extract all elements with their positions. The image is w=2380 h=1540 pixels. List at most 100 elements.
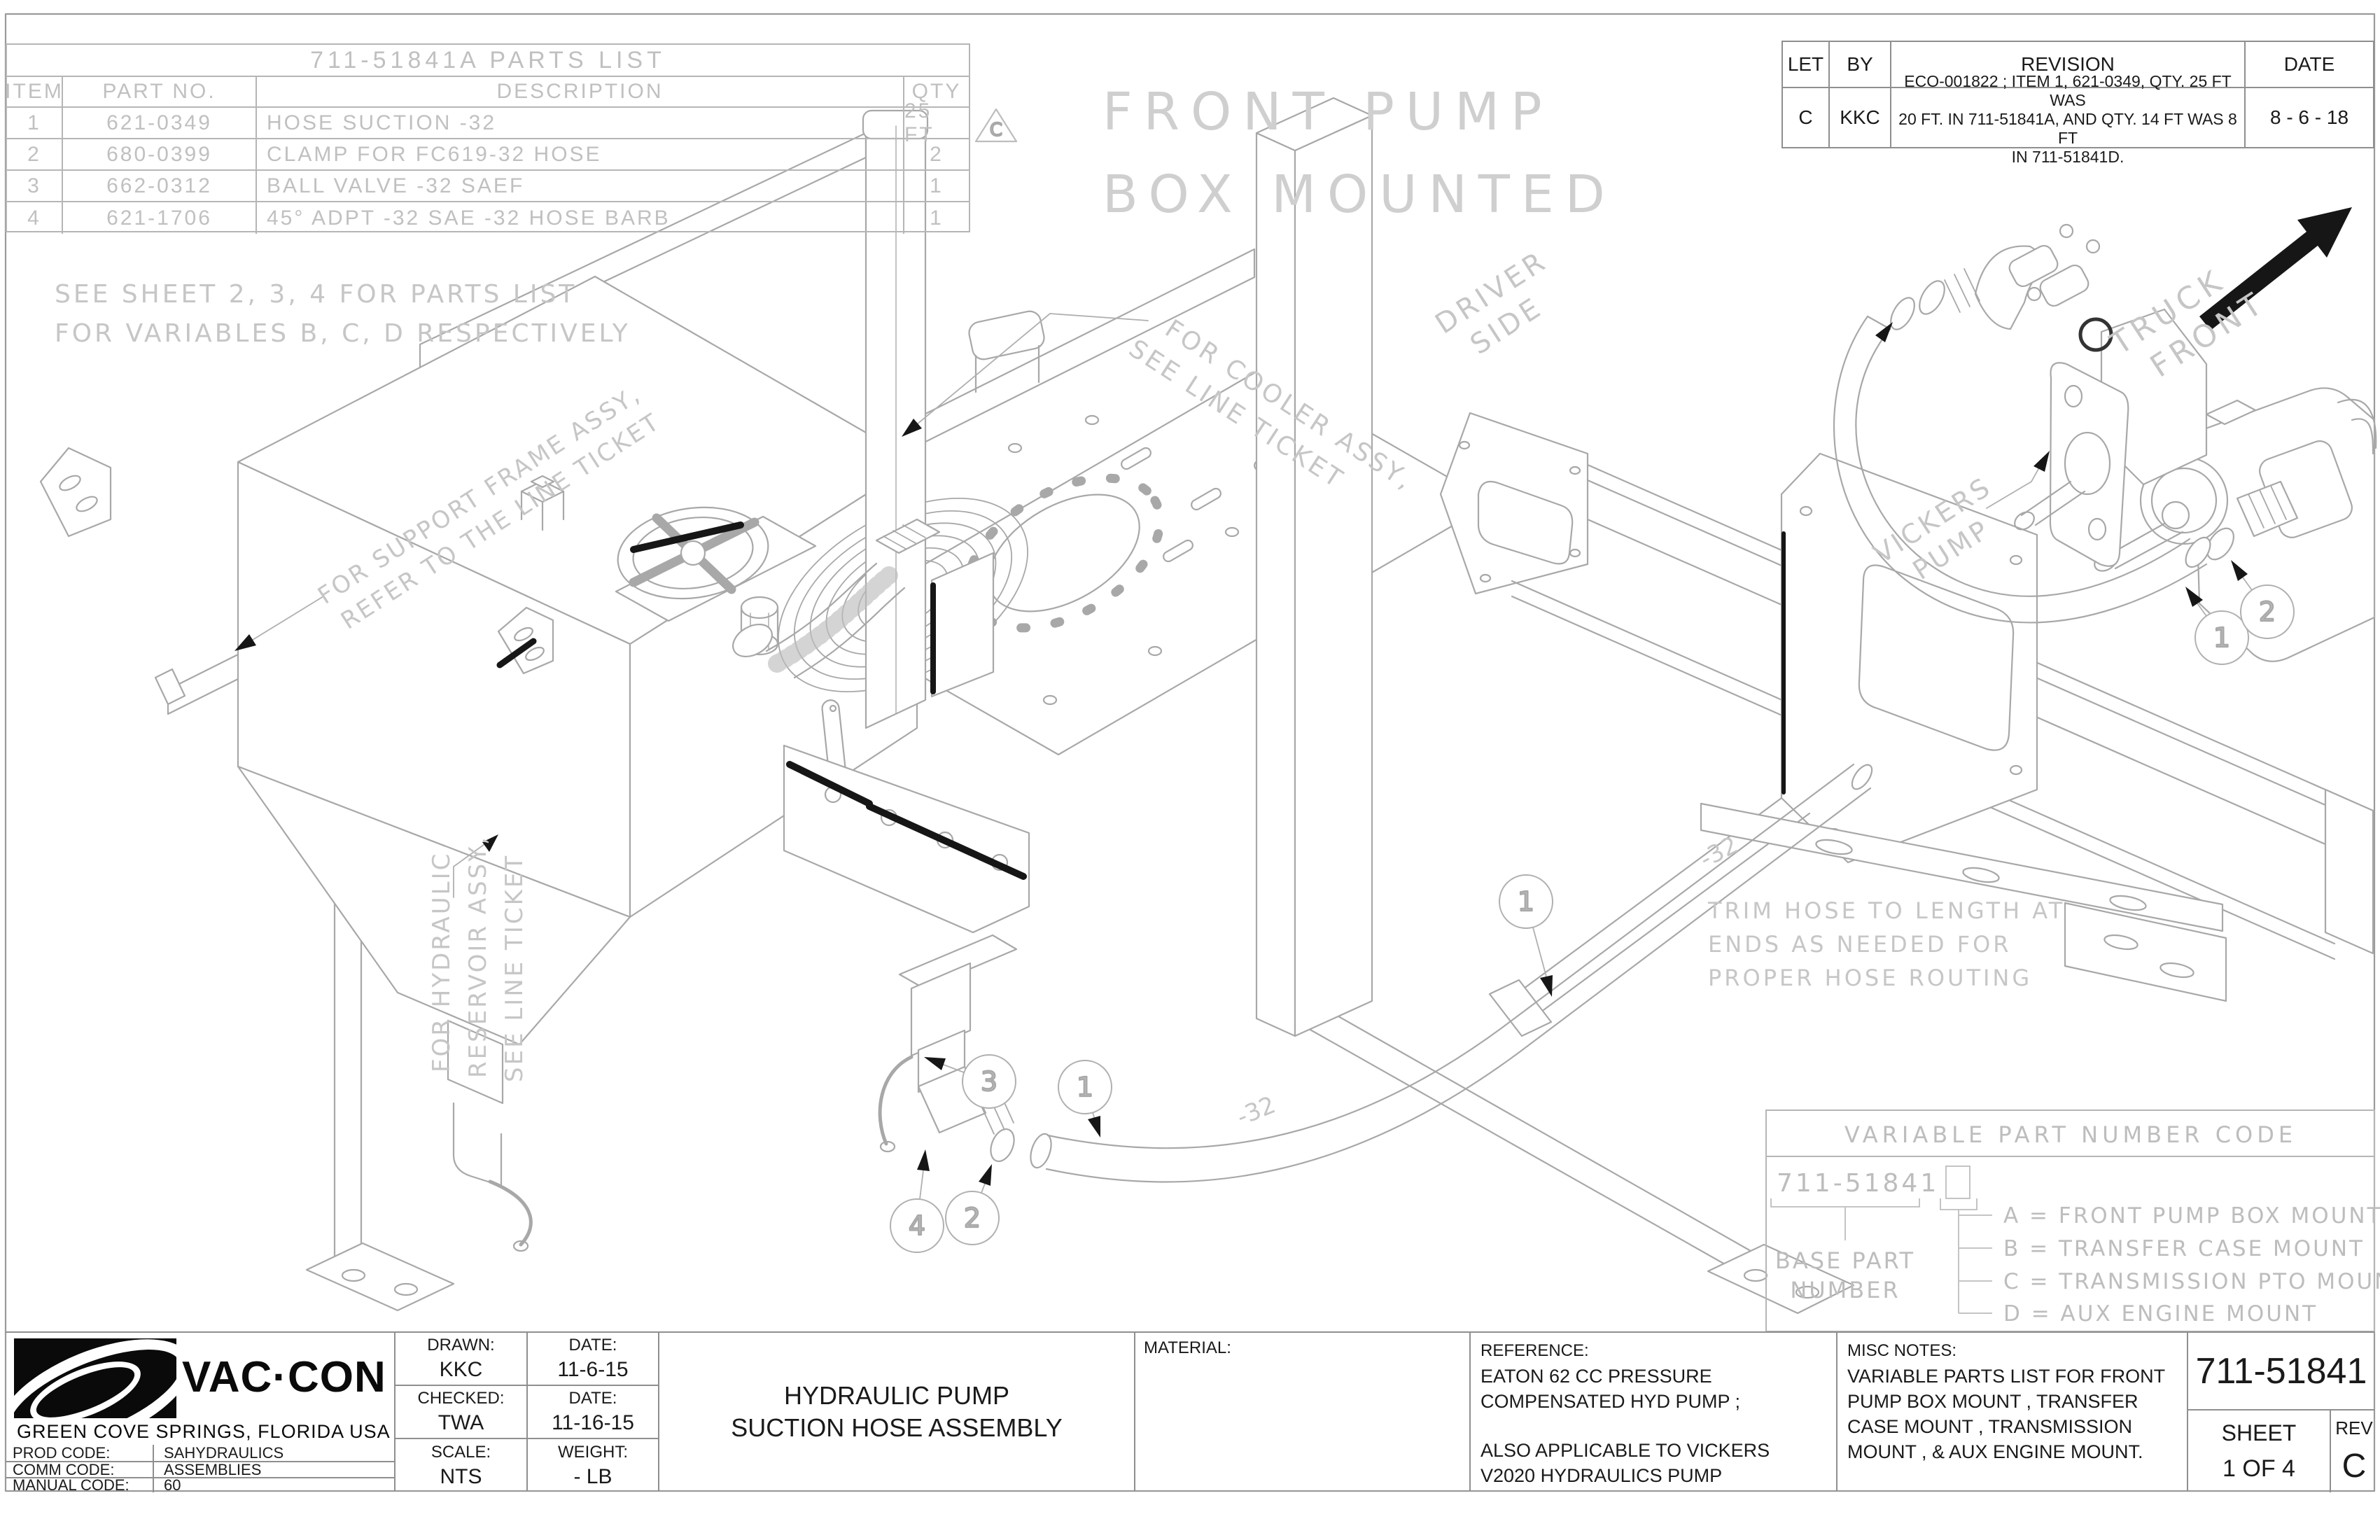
- rev-text-1: ECO-001822 ; ITEM 1, 621-0349, QTY. 25 F…: [1904, 71, 2232, 109]
- checked-label: CHECKED:: [417, 1389, 505, 1408]
- checked-date-label: DATE:: [568, 1389, 617, 1408]
- watermark-line2: BOX MOUNTED: [1102, 164, 1616, 225]
- mount-bracket: [783, 744, 1030, 934]
- reference-line3: ALSO APPLICABLE TO VICKERS: [1480, 1440, 1770, 1461]
- misc-line3: CASE MOUNT , TRANSMISSION: [1847, 1416, 2133, 1437]
- base-label-1: BASE PART: [1775, 1247, 1915, 1274]
- watermark-line1: FRONT PUMP: [1102, 82, 1553, 142]
- reference-section: REFERENCE: EATON 62 CC PRESSURE COMPENSA…: [1469, 1333, 1836, 1491]
- trim-note: TRIM HOSE TO LENGTH AT ENDS AS NEEDED FO…: [1707, 897, 2065, 991]
- sheet-cell: SHEET 1 OF 4: [2188, 1410, 2331, 1492]
- date-section: DATE: 11-6-15 DATE: 11-16-15 WEIGHT: - L…: [526, 1333, 658, 1491]
- truck-front-arrow: [2199, 207, 2352, 330]
- row2-desc: CLAMP FOR FC619-32 HOSE: [257, 139, 904, 171]
- rev-text-3: IN 711-51841D.: [2011, 147, 2124, 166]
- vickers-pump-exploded: [1890, 223, 2208, 567]
- company-location: GREEN COVE SPRINGS, FLORIDA USA: [17, 1421, 391, 1442]
- balloon-callouts: [890, 584, 2295, 1253]
- drawn-date: 11-6-15: [557, 1358, 629, 1381]
- prod-code: SAHYDRAULICS: [164, 1443, 284, 1462]
- truck-frame: [1308, 412, 2374, 1315]
- company-section: VAC·CON GREEN COVE SPRINGS, FLORIDA USA …: [6, 1333, 394, 1494]
- row1-partno: 621-0349: [63, 108, 257, 139]
- svg-text:TRIM HOSE TO LENGTH AT: TRIM HOSE TO LENGTH AT: [1707, 897, 2065, 924]
- vaccon-logo-text: VAC·CON: [182, 1353, 386, 1401]
- drawn-section: DRAWN: KKC CHECKED: TWA SCALE: NTS: [394, 1333, 526, 1491]
- reference-line2: COMPENSATED HYD PUMP ;: [1480, 1391, 1741, 1412]
- driver-side-label: DRIVER SIDE: [1429, 244, 1553, 361]
- row3-desc: BALL VALVE -32 SAEF: [257, 171, 904, 202]
- revision-triangle: [974, 108, 1018, 143]
- row3-qty: 1: [904, 171, 969, 202]
- eaton-pump: [1833, 315, 2377, 662]
- row1-qty: 25 FT: [904, 99, 969, 146]
- parts-list-title: 711-51841A PARTS LIST: [7, 45, 969, 77]
- misc-notes-section: MISC NOTES: VARIABLE PARTS LIST FOR FRON…: [1836, 1333, 2187, 1491]
- row2-partno: 680-0399: [63, 139, 257, 171]
- col-description: DESCRIPTION: [257, 77, 904, 108]
- drawn-label: DRAWN:: [427, 1336, 495, 1354]
- svg-text:SEE LINE TICKET: SEE LINE TICKET: [500, 854, 528, 1082]
- checked-value: TWA: [438, 1411, 484, 1434]
- vaccon-logo-mark: [14, 1338, 176, 1418]
- drawn-date-label: DATE:: [568, 1336, 617, 1354]
- balloon-1c: 1: [2213, 622, 2230, 653]
- comm-code: ASSEMBLIES: [164, 1460, 262, 1478]
- braided-hose: [732, 518, 941, 679]
- row2-qty: 2: [904, 139, 969, 171]
- rev-col-by: BY: [1830, 42, 1891, 88]
- leaders: [252, 313, 2253, 1200]
- checked-date: 11-16-15: [552, 1411, 634, 1434]
- rev-col-date: DATE: [2246, 42, 2373, 88]
- row4-item: 4: [7, 202, 63, 234]
- prod-code-label: PROD CODE:: [6, 1444, 154, 1462]
- scale-label: SCALE:: [430, 1442, 491, 1462]
- balloon-1: 1: [1518, 886, 1534, 917]
- variable-code-title: VARIABLE PART NUMBER CODE: [1844, 1121, 2297, 1148]
- material-label: MATERIAL:: [1144, 1338, 1231, 1357]
- row4-desc: 45° ADPT -32 SAE -32 HOSE BARB: [257, 202, 904, 234]
- rev-let: C: [1783, 88, 1830, 147]
- row3-item: 3: [7, 171, 63, 202]
- arrowheads: [234, 207, 2352, 1186]
- rev-value: C: [2342, 1447, 2367, 1485]
- drawing-title-line1: HYDRAULIC PUMP: [783, 1381, 1010, 1410]
- parts-list-table: 711-51841A PARTS LIST ITEM PART NO. DESC…: [5, 43, 970, 234]
- watermark: FRONT PUMP BOX MOUNTED: [1102, 82, 1616, 225]
- col-item: ITEM: [5, 77, 63, 108]
- svg-text:PROPER HOSE ROUTING: PROPER HOSE ROUTING: [1708, 965, 2032, 991]
- revision-triangle-letter: C: [990, 120, 1002, 141]
- manual-code-label: MANUAL CODE:: [6, 1476, 154, 1494]
- drawn-value: KKC: [439, 1358, 483, 1381]
- rev-by: KKC: [1830, 88, 1891, 147]
- rev-label: REV: [2335, 1418, 2373, 1439]
- balloon-3: 3: [981, 1066, 997, 1097]
- base-part-number: 711-51841: [1777, 1169, 1939, 1198]
- rev-col-let: LET: [1783, 42, 1830, 88]
- sheet-border: [4, 13, 2376, 1492]
- revision-table: LET BY REVISION DATE C KKC ECO-001822 ; …: [1782, 41, 2374, 166]
- balloon-4: 4: [909, 1210, 925, 1241]
- manual-code: 60: [164, 1476, 181, 1494]
- weight-label: WEIGHT:: [558, 1442, 628, 1462]
- svg-text:RESERVOIR ASSY,: RESERVOIR ASSY,: [464, 835, 492, 1078]
- code-a: A = FRONT PUMP BOX MOUNT: [2003, 1203, 2380, 1228]
- reference-label: REFERENCE:: [1480, 1341, 1589, 1360]
- svg-text:ENDS AS NEEDED FOR: ENDS AS NEEDED FOR: [1708, 931, 2012, 958]
- svg-text:FOR HYDRAULIC: FOR HYDRAULIC: [428, 852, 456, 1072]
- comm-code-label: COMM CODE:: [6, 1461, 154, 1478]
- rev-date: 8 - 6 - 18: [2269, 106, 2349, 128]
- misc-line4: MOUNT , & AUX ENGINE MOUNT.: [1847, 1441, 2143, 1462]
- material-section: MATERIAL:: [1134, 1333, 1469, 1491]
- scale-value: NTS: [440, 1465, 482, 1489]
- row4-qty: 1: [930, 206, 944, 230]
- rev-cell: REV C: [2332, 1410, 2376, 1492]
- col-qty: QTY: [904, 77, 969, 108]
- reservoir-note: FOR HYDRAULIC RESERVOIR ASSY, SEE LINE T…: [428, 835, 528, 1082]
- row4-partno: 621-1706: [63, 202, 257, 234]
- pump-box-columns: [862, 97, 1373, 1037]
- part-number-section: 711-51841 SHEET 1 OF 4 REV C: [2187, 1333, 2376, 1492]
- hose-size-label-2: -32: [1233, 1091, 1279, 1131]
